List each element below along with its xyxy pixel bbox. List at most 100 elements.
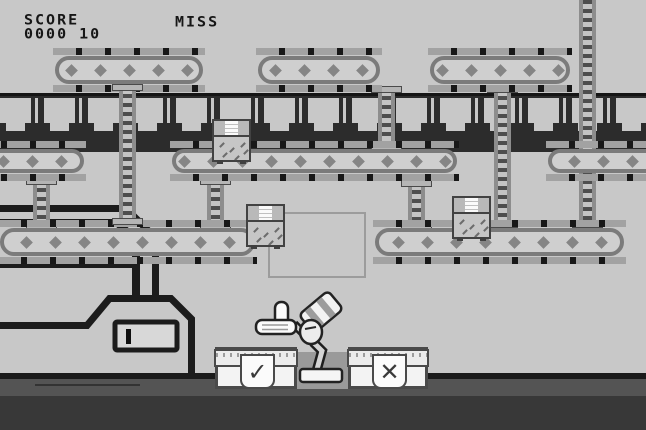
roller	[164, 235, 178, 249]
crate-texture-mark	[256, 237, 262, 243]
roller	[0, 154, 10, 168]
conveyor-belt	[53, 48, 205, 92]
roller	[48, 235, 62, 249]
crate-texture-mark	[263, 232, 269, 238]
roller	[536, 235, 550, 249]
crate-lid-band	[465, 198, 478, 212]
conveyor-belt	[256, 48, 382, 92]
ladder	[487, 86, 518, 234]
crate-texture-mark	[480, 219, 486, 225]
character-face	[298, 318, 324, 346]
crate	[246, 204, 285, 249]
reject-bin[interactable]: ✕	[347, 347, 429, 389]
beam-top-edge	[0, 93, 646, 96]
roller	[151, 63, 165, 77]
roller	[567, 154, 581, 168]
check-icon: ✓	[240, 354, 275, 389]
roller	[464, 63, 478, 77]
beam-hangers	[0, 98, 646, 123]
x-icon: ✕	[372, 354, 407, 389]
conveyor-belt	[373, 220, 626, 264]
roller	[54, 154, 68, 168]
crate-texture-mark	[268, 240, 274, 246]
roller	[594, 235, 608, 249]
roller	[493, 63, 507, 77]
ladder	[371, 86, 402, 150]
crate	[452, 196, 491, 241]
conveyor-belt	[0, 220, 257, 264]
character-base	[298, 367, 344, 384]
roller	[522, 63, 536, 77]
crate-texture-mark	[222, 152, 228, 158]
crate-texture-mark	[459, 219, 465, 225]
crate-foot	[274, 245, 280, 249]
crate-texture-mark	[462, 229, 468, 235]
crate-texture-mark	[469, 224, 475, 230]
crate-texture-mark	[240, 142, 246, 148]
roller	[25, 154, 39, 168]
ladder	[112, 84, 143, 225]
roller	[391, 235, 405, 249]
roller	[438, 154, 452, 168]
roller	[551, 63, 565, 77]
score-value: 0000 10	[24, 25, 102, 43]
roller	[596, 154, 610, 168]
roller	[222, 235, 236, 249]
conveyor-belt	[546, 141, 646, 181]
roller	[77, 235, 91, 249]
crate-texture-mark	[474, 232, 480, 238]
roller	[93, 63, 107, 77]
crate-texture-mark	[219, 142, 225, 148]
roller	[435, 63, 449, 77]
miss-label: MISS	[175, 13, 220, 31]
roller	[625, 154, 639, 168]
floor-seam-line	[35, 384, 140, 386]
roller	[193, 235, 207, 249]
roller	[269, 63, 282, 77]
roller	[420, 235, 434, 249]
machine-slot	[112, 319, 180, 353]
accept-bin-glyph: ✓	[247, 357, 268, 386]
conveyor-belt	[428, 48, 572, 92]
character-leg-fill	[311, 340, 325, 374]
crate-texture-mark	[277, 234, 283, 240]
roller	[565, 235, 579, 249]
roller	[64, 63, 78, 77]
crate-texture-mark	[483, 226, 489, 232]
crate-lid-band	[225, 121, 238, 135]
roller	[356, 63, 369, 77]
crate-foot	[457, 237, 463, 241]
roller	[264, 154, 278, 168]
roller	[409, 154, 423, 168]
roller	[507, 235, 521, 249]
character-eye	[304, 326, 317, 330]
crate-texture-mark	[234, 155, 240, 161]
roller	[180, 63, 194, 77]
conveyor-belt	[0, 141, 86, 181]
roller	[351, 154, 365, 168]
dispenser-machine	[0, 205, 195, 373]
inspector-character	[254, 291, 344, 384]
machine-slot-lever	[126, 329, 131, 344]
roller	[322, 154, 336, 168]
roller	[135, 235, 149, 249]
crate-texture-mark	[274, 227, 280, 233]
roller	[293, 154, 307, 168]
crate-foot	[480, 237, 486, 241]
machine-body	[0, 300, 192, 373]
roller	[177, 154, 191, 168]
crate	[212, 119, 251, 164]
roller	[298, 63, 311, 77]
floor-lower-band	[0, 396, 646, 430]
score-label: SCORE	[24, 11, 80, 29]
crate-foot	[251, 245, 257, 249]
crate-foot	[217, 160, 223, 164]
crate-foot	[240, 160, 246, 164]
crate-texture-mark	[229, 147, 235, 153]
accept-bin[interactable]: ✓	[214, 347, 298, 389]
roller	[327, 63, 340, 77]
roller	[19, 235, 33, 249]
crate-texture-mark	[243, 149, 249, 155]
roller	[122, 63, 136, 77]
